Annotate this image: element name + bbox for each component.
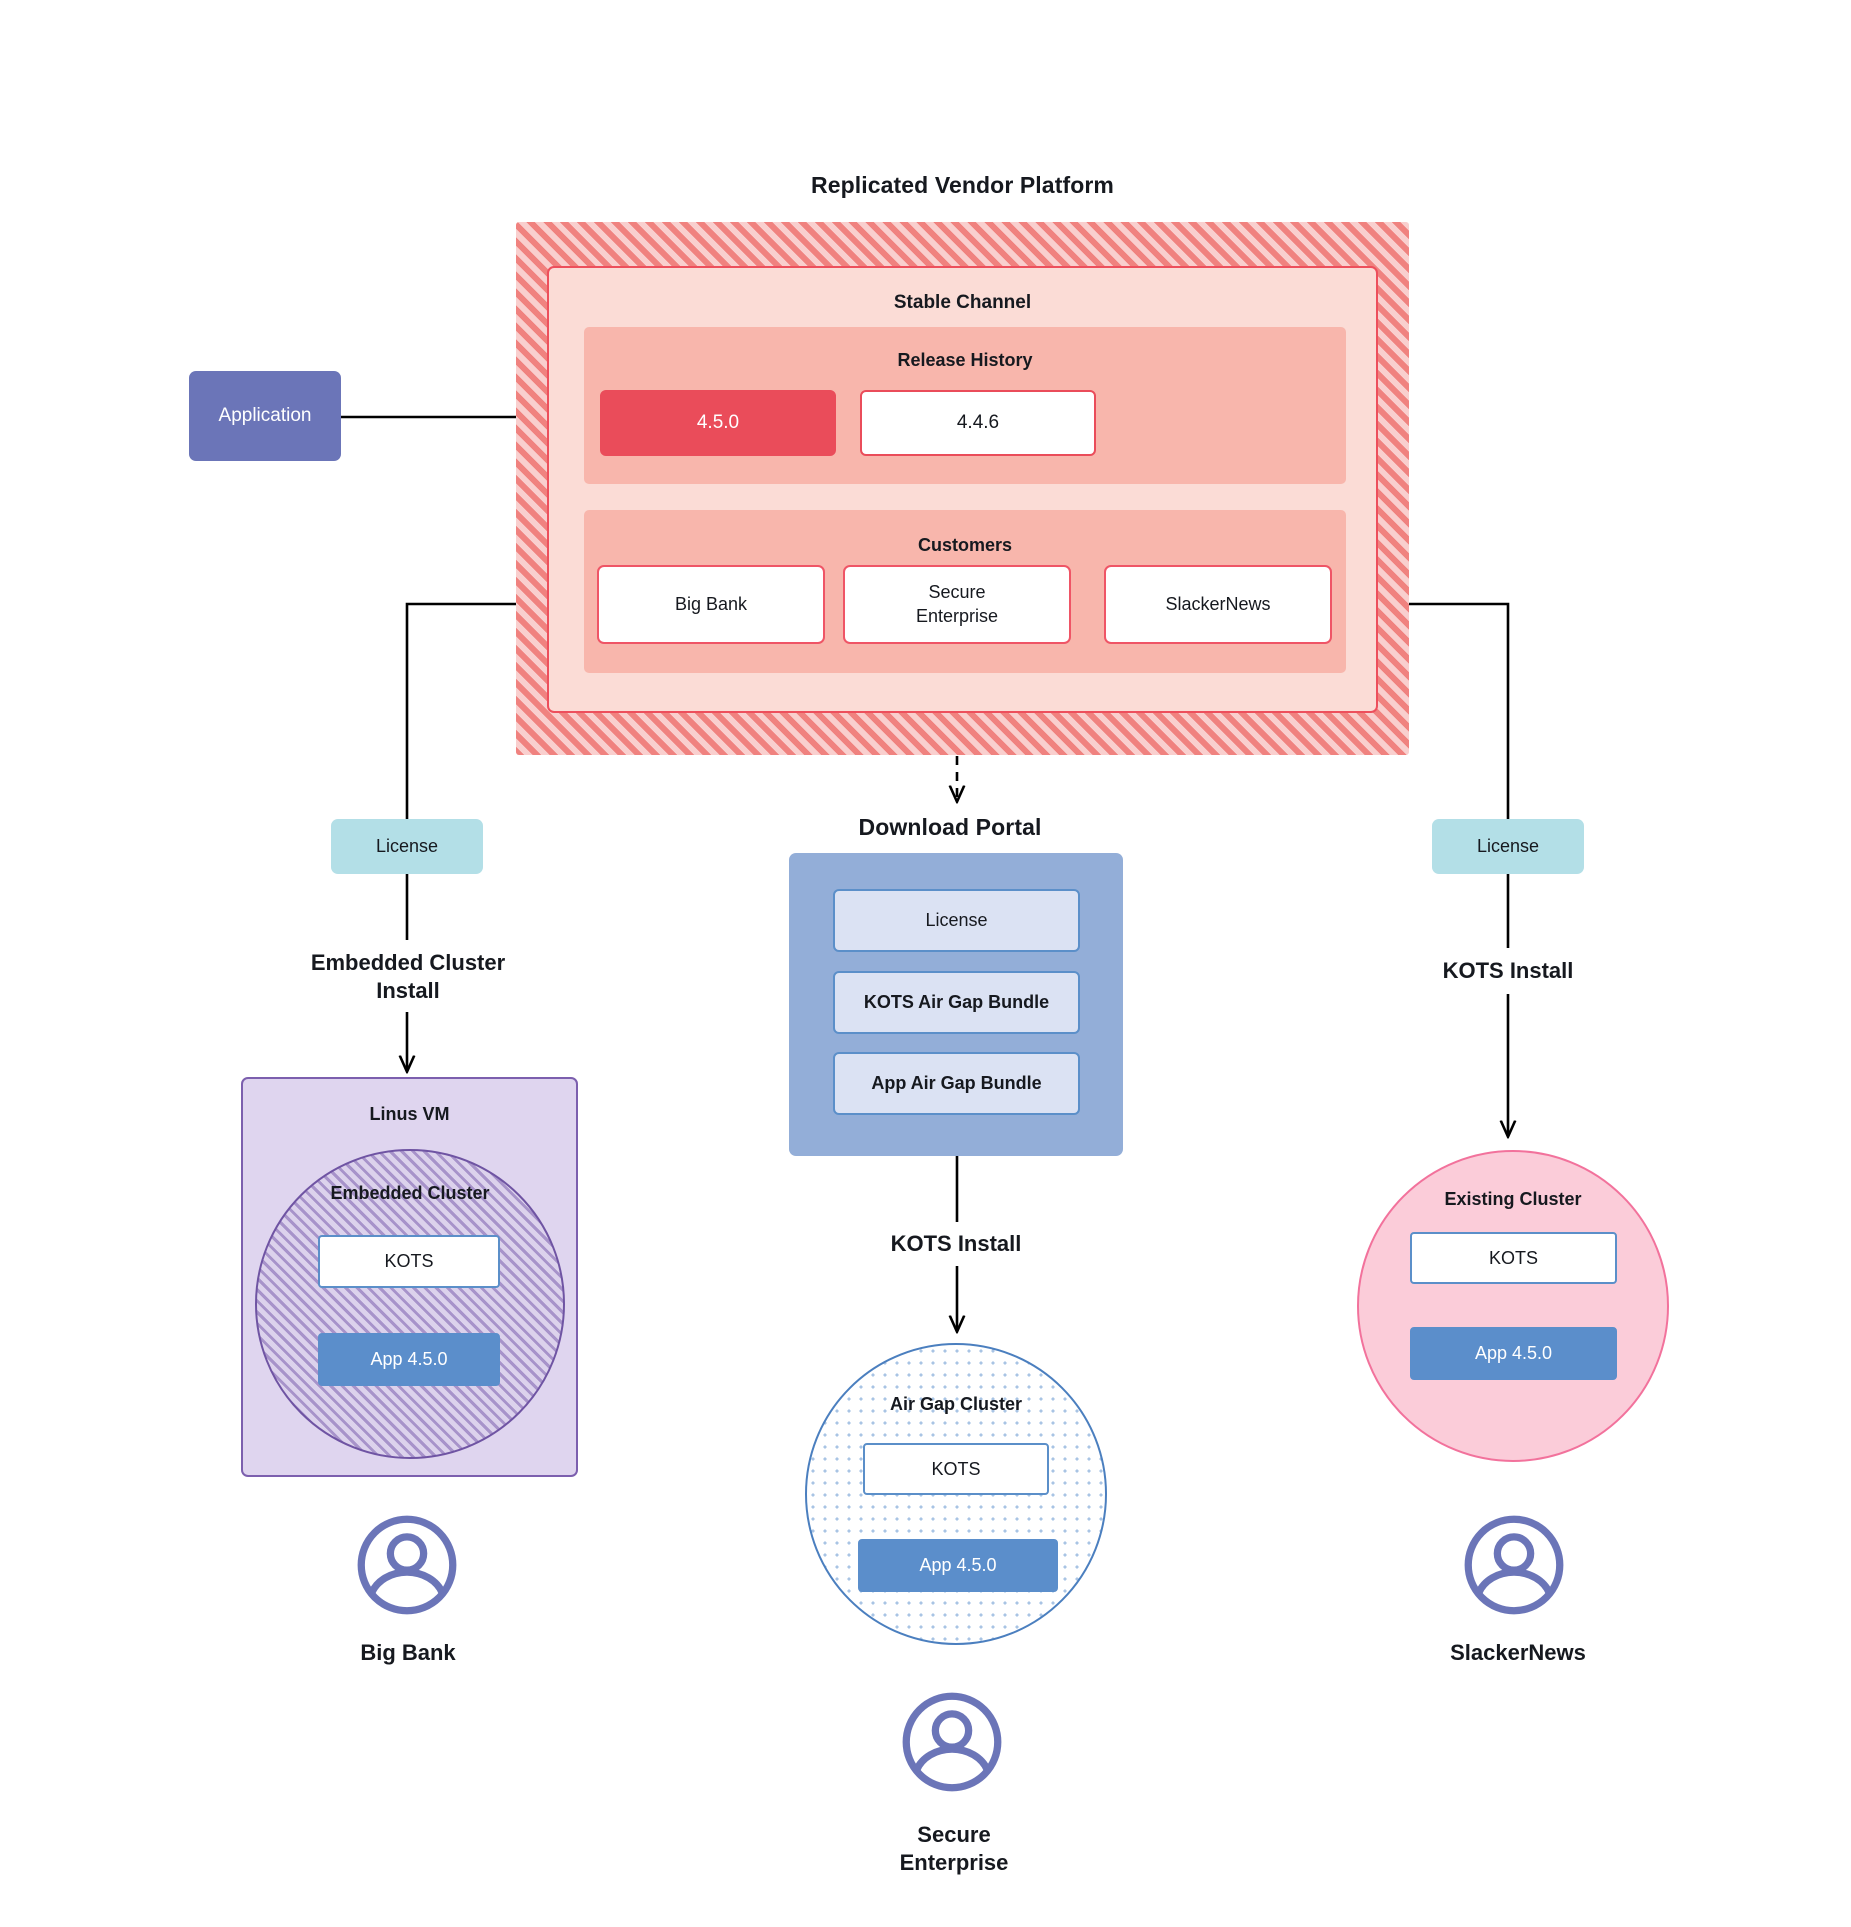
air-gap-cluster-app-box[interactable]: App 4.5.0 xyxy=(858,1539,1058,1592)
air-gap-cluster-title: Air Gap Cluster xyxy=(889,1393,1023,1414)
avatar-big-bank xyxy=(357,1515,457,1615)
embedded-cluster-app-box[interactable]: App 4.5.0 xyxy=(318,1333,500,1386)
avatar-secure-enterprise xyxy=(902,1692,1002,1792)
download-portal-title: Download Portal xyxy=(858,813,1042,840)
embedded-cluster-title: Embedded Cluster xyxy=(330,1182,490,1203)
embedded-cluster-kots-box[interactable]: KOTS xyxy=(318,1235,500,1288)
customers-title: Customers xyxy=(917,534,1013,555)
customer-card-big-bank[interactable]: Big Bank xyxy=(597,565,825,644)
release-card-current[interactable]: 4.5.0 xyxy=(600,390,836,456)
air-gap-cluster-kots-box[interactable]: KOTS xyxy=(863,1443,1049,1495)
avatar-slackernews xyxy=(1464,1515,1564,1615)
release-history-title: Release History xyxy=(897,349,1033,370)
license-chip-right[interactable]: License xyxy=(1432,819,1584,874)
license-chip-left[interactable]: License xyxy=(331,819,483,874)
customer-card-slackernews[interactable]: SlackerNews xyxy=(1104,565,1332,644)
existing-cluster-title: Existing Cluster xyxy=(1444,1188,1582,1209)
persona-label-big-bank: Big Bank xyxy=(360,1640,456,1666)
release-card-previous[interactable]: 4.4.6 xyxy=(860,390,1096,456)
portal-item-license[interactable]: License xyxy=(833,889,1080,952)
persona-label-slackernews: SlackerNews xyxy=(1450,1640,1586,1666)
stable-channel-title: Stable Channel xyxy=(893,292,1032,313)
application-node[interactable]: Application xyxy=(189,371,341,461)
kots-install-label-right: KOTS Install xyxy=(1442,958,1574,984)
kots-install-label-center: KOTS Install xyxy=(890,1231,1022,1257)
existing-cluster-circle xyxy=(1357,1150,1669,1462)
existing-cluster-app-box[interactable]: App 4.5.0 xyxy=(1410,1327,1617,1380)
portal-item-kots-air-gap-bundle[interactable]: KOTS Air Gap Bundle xyxy=(833,971,1080,1034)
diagram-title: Replicated Vendor Platform xyxy=(811,171,1114,198)
existing-cluster-kots-box[interactable]: KOTS xyxy=(1410,1232,1617,1284)
air-gap-cluster-circle xyxy=(805,1343,1107,1645)
linus-vm-title: Linus VM xyxy=(369,1103,450,1124)
embedded-cluster-circle xyxy=(255,1149,565,1459)
portal-item-app-air-gap-bundle[interactable]: App Air Gap Bundle xyxy=(833,1052,1080,1115)
